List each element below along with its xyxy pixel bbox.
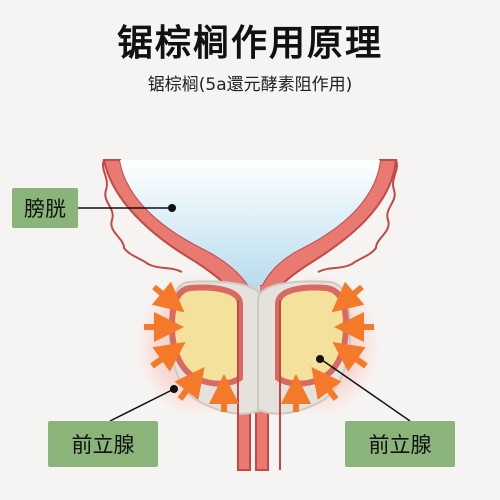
page-subtitle: 锯棕榈(5a還元酵素阻作用) (147, 75, 353, 95)
label-prostate-right: 前立腺 (345, 421, 455, 467)
prostate-lobe-left (168, 284, 243, 387)
arrow (311, 366, 342, 401)
arrow (332, 342, 368, 372)
bladder-wall-edge (317, 159, 398, 273)
arrow (331, 281, 365, 313)
arrow (174, 366, 205, 401)
arrow (151, 281, 185, 313)
leader-dot-bladder (168, 204, 176, 212)
leader-line-prostate-right (321, 359, 411, 422)
label-bladder: 膀胱 (12, 188, 78, 228)
bladder-fluid (120, 160, 380, 285)
arrow (150, 342, 186, 372)
label-prostate-left: 前立腺 (48, 421, 158, 467)
compression-arrows (144, 281, 374, 412)
leader-dot-prostate-right (316, 355, 324, 363)
leader-line-prostate-left (109, 389, 173, 422)
page-title: 锯棕榈作用原理 (116, 23, 383, 64)
leader-dot-prostate-left (170, 385, 178, 393)
bladder-wall-edge (102, 159, 183, 273)
